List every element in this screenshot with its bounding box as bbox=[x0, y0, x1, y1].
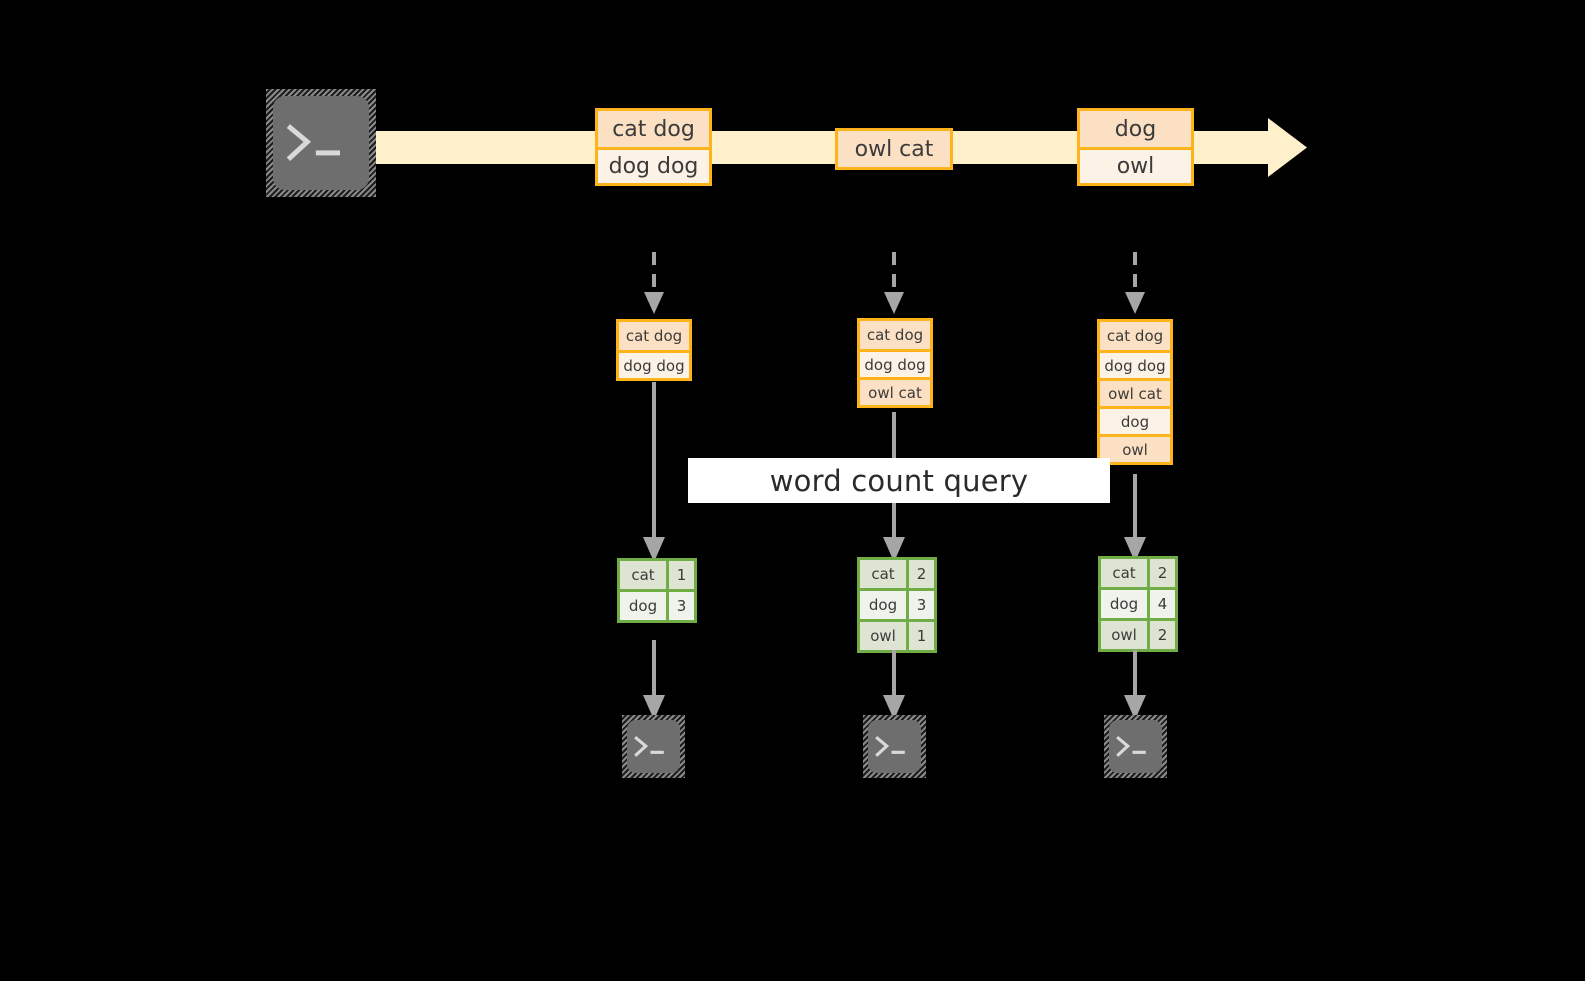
result-word: cat bbox=[860, 560, 906, 588]
terminal-body bbox=[1109, 720, 1162, 773]
table-row: owl 2 bbox=[1101, 618, 1175, 649]
record-line: cat dog bbox=[860, 321, 930, 349]
query-label: word count query bbox=[688, 458, 1110, 503]
result-count: 2 bbox=[1147, 559, 1175, 587]
record-line: owl bbox=[1080, 147, 1191, 183]
result-count: 1 bbox=[666, 561, 694, 589]
record-line: owl cat bbox=[1100, 378, 1170, 406]
stream-record-2: owl cat bbox=[835, 128, 953, 170]
snapshot-stack-1: cat dog dog dog bbox=[616, 319, 692, 381]
result-count: 2 bbox=[906, 560, 934, 588]
terminal-body bbox=[868, 720, 921, 773]
sink-arrow-2 bbox=[880, 650, 908, 722]
record-line: dog dog bbox=[619, 350, 689, 378]
sink-terminal-icon-3 bbox=[1104, 715, 1167, 778]
record-line: owl bbox=[1100, 434, 1170, 462]
record-line: dog bbox=[1080, 111, 1191, 147]
stream-record-3: dog owl bbox=[1077, 108, 1194, 186]
stream-record-1: cat dog dog dog bbox=[595, 108, 712, 186]
table-row: cat 2 bbox=[860, 560, 934, 588]
snapshot-stack-2: cat dog dog dog owl cat bbox=[857, 318, 933, 408]
record-line: cat dog bbox=[619, 322, 689, 350]
record-line: dog dog bbox=[860, 349, 930, 377]
terminal-prompt-glyph bbox=[286, 117, 357, 170]
result-table-3: cat 2 dog 4 owl 2 bbox=[1098, 556, 1178, 652]
terminal-body bbox=[627, 720, 680, 773]
snapshot-stack-3: cat dog dog dog owl cat dog owl bbox=[1097, 319, 1173, 465]
query-label-text: word count query bbox=[769, 463, 1029, 498]
table-row: dog 3 bbox=[860, 588, 934, 619]
result-word: dog bbox=[860, 591, 906, 619]
query-arrow-1 bbox=[640, 382, 668, 564]
table-row: cat 2 bbox=[1101, 559, 1175, 587]
table-row: owl 1 bbox=[860, 619, 934, 650]
sink-arrow-1 bbox=[640, 640, 668, 722]
result-count: 4 bbox=[1147, 590, 1175, 618]
result-word: dog bbox=[620, 592, 666, 620]
source-terminal-icon bbox=[266, 89, 376, 197]
record-line: dog bbox=[1100, 406, 1170, 434]
query-arrow-3 bbox=[1121, 474, 1149, 564]
result-word: cat bbox=[1101, 559, 1147, 587]
result-count: 3 bbox=[666, 592, 694, 620]
record-line: cat dog bbox=[598, 111, 709, 147]
snapshot-tap-arrow-1 bbox=[640, 252, 668, 320]
result-word: cat bbox=[620, 561, 666, 589]
result-word: owl bbox=[860, 622, 906, 650]
snapshot-tap-arrow-3 bbox=[1121, 252, 1149, 320]
result-count: 3 bbox=[906, 591, 934, 619]
snapshot-tap-arrow-2 bbox=[880, 252, 908, 320]
result-table-1: cat 1 dog 3 bbox=[617, 558, 697, 623]
result-word: owl bbox=[1101, 621, 1147, 649]
result-word: dog bbox=[1101, 590, 1147, 618]
table-row: cat 1 bbox=[620, 561, 694, 589]
record-line: dog dog bbox=[598, 147, 709, 183]
terminal-prompt-glyph bbox=[875, 732, 914, 762]
terminal-body bbox=[273, 96, 369, 190]
sink-arrow-3 bbox=[1121, 650, 1149, 722]
terminal-prompt-glyph bbox=[1116, 732, 1155, 762]
table-row: dog 3 bbox=[620, 589, 694, 620]
table-row: dog 4 bbox=[1101, 587, 1175, 618]
record-line: dog dog bbox=[1100, 350, 1170, 378]
result-count: 1 bbox=[906, 622, 934, 650]
result-table-2: cat 2 dog 3 owl 1 bbox=[857, 557, 937, 653]
terminal-prompt-glyph bbox=[634, 732, 673, 762]
result-count: 2 bbox=[1147, 621, 1175, 649]
sink-terminal-icon-2 bbox=[863, 715, 926, 778]
record-line: cat dog bbox=[1100, 322, 1170, 350]
record-line: owl cat bbox=[860, 377, 930, 405]
record-line: owl cat bbox=[838, 131, 950, 167]
sink-terminal-icon-1 bbox=[622, 715, 685, 778]
